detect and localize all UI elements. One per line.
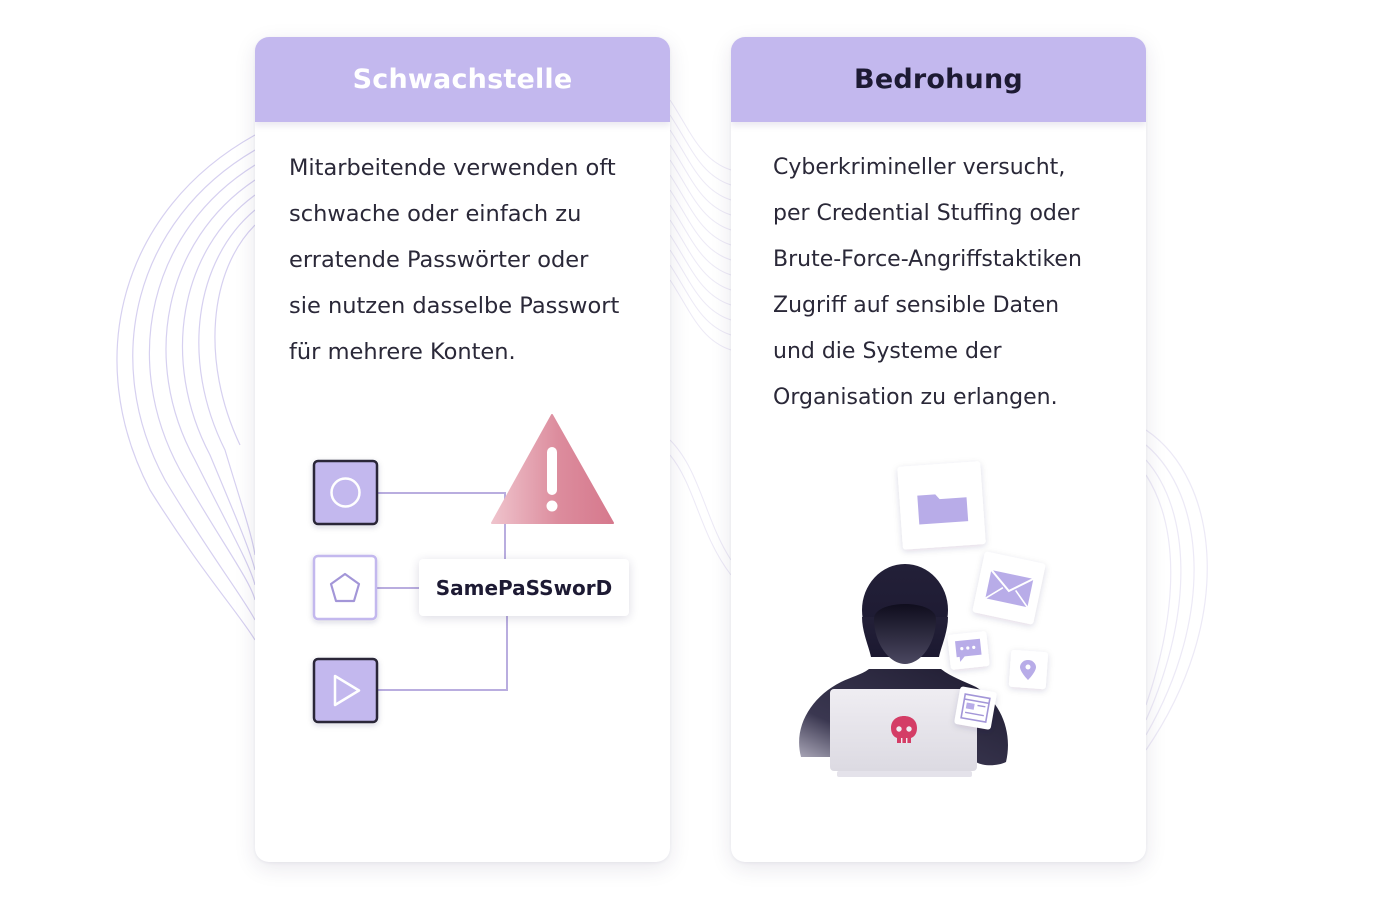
threat-text-line: Brute-Force-Angriffstaktiken xyxy=(773,247,1082,272)
circle-icon xyxy=(312,459,379,526)
vulnerability-text-line: Mitarbeitende verwenden oft xyxy=(289,155,616,181)
envelope-icon xyxy=(972,551,1046,625)
threat-card-header: Bedrohung xyxy=(731,37,1146,122)
threat-text-line: Organisation zu erlangen. xyxy=(773,385,1058,410)
pentagon-icon xyxy=(312,554,378,621)
threat-card-title: Bedrohung xyxy=(854,64,1023,95)
password-reuse-illustration xyxy=(312,414,614,724)
same-password-label: SamePaSSworD xyxy=(419,559,629,616)
vulnerability-text-line: erratende Passwörter oder xyxy=(289,247,589,273)
vulnerability-text-line: schwache oder einfach zu xyxy=(289,201,582,227)
threat-card: Bedrohung Cyberkrimineller versucht, per… xyxy=(731,37,1146,862)
threat-text-line: Zugriff auf sensible Daten xyxy=(773,293,1060,318)
vulnerability-text-line: sie nutzen dasselbe Passwort xyxy=(289,293,620,319)
hacker-illustration xyxy=(799,461,1049,777)
threat-text-line: per Credential Stuffing oder xyxy=(773,201,1080,226)
chat-icon xyxy=(947,631,990,670)
threat-text-line: Cyberkrimineller versucht, xyxy=(773,155,1066,180)
vulnerability-card-title: Schwachstelle xyxy=(352,64,573,95)
vulnerability-card-header: Schwachstelle xyxy=(255,37,670,122)
warning-icon xyxy=(491,414,614,524)
browser-window-icon xyxy=(954,686,997,730)
connector-lines xyxy=(376,492,508,691)
vulnerability-text-line: für mehrere Konten. xyxy=(289,339,516,365)
play-icon xyxy=(312,657,379,724)
threat-text-line: und die Systeme der xyxy=(773,339,1002,364)
folder-icon xyxy=(897,461,986,550)
skull-icon xyxy=(891,716,917,743)
location-pin-icon xyxy=(1008,649,1049,690)
threat-description: Cyberkrimineller versucht, per Credentia… xyxy=(773,145,1138,421)
vulnerability-description: Mitarbeitende verwenden oft schwache ode… xyxy=(289,145,659,375)
vulnerability-card: Schwachstelle Mitarbeitende verwenden of… xyxy=(255,37,670,862)
